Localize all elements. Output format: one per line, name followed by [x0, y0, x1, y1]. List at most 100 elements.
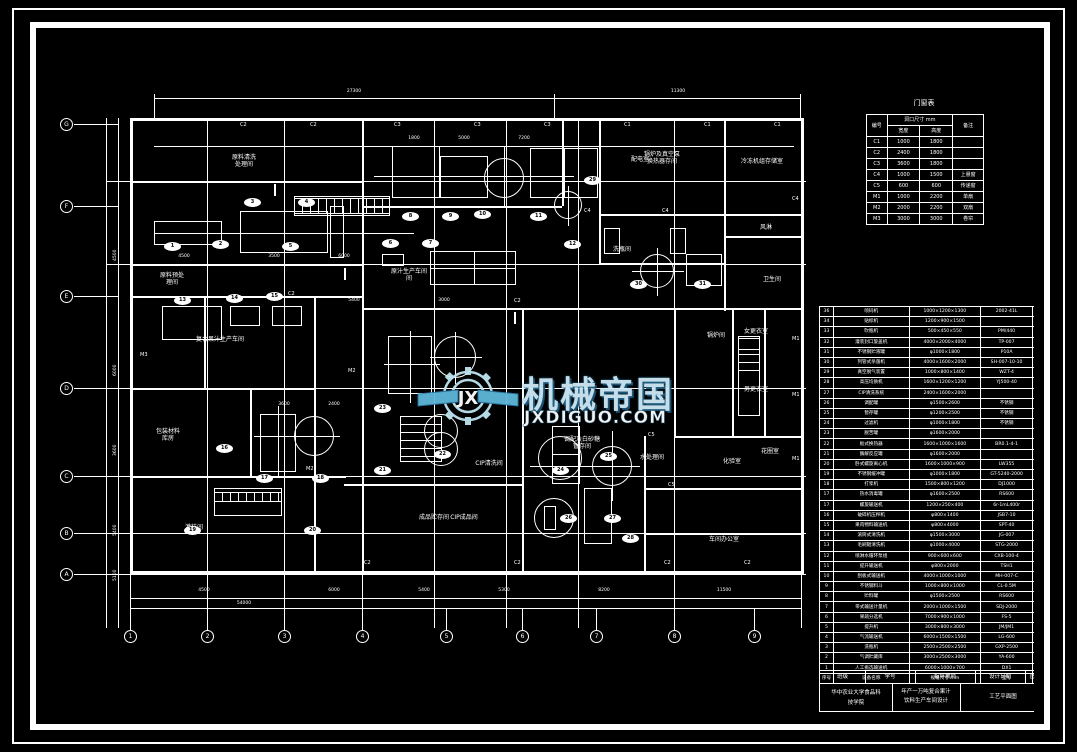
dim-top-right: 11300	[670, 89, 686, 94]
equipment-balloon: 6	[382, 239, 399, 248]
plan-door-tag-C3-b: C3	[474, 122, 481, 128]
eq-cell-qty: 1	[1031, 326, 1034, 338]
equipment-rect-bottling-1	[214, 488, 282, 516]
eq-cell-qty: 1	[1031, 652, 1034, 664]
grid-bubble-4[interactable]: 4	[356, 630, 369, 643]
dw-header-code: 编号	[866, 114, 888, 137]
room-label-water-treatment: 水处理间	[640, 454, 664, 461]
title-block-institute-line1: 华中农业大学食品科	[831, 690, 881, 696]
grid-bubble-E[interactable]: E	[60, 290, 73, 303]
grid-bubble-G[interactable]: G	[60, 118, 73, 131]
eq-cell-size: φ800×1400	[908, 509, 982, 521]
tank-hatch	[738, 370, 760, 371]
hatch-line	[254, 492, 255, 502]
hatch-line	[246, 492, 247, 502]
eq-cell-qty: 1	[1031, 611, 1034, 623]
hatch-line	[342, 198, 343, 214]
equipment-balloon: 5	[282, 242, 299, 251]
wall-interior-v11	[764, 310, 766, 438]
plan-door-tag-C4-a: C4	[584, 208, 591, 214]
hatch-line	[262, 492, 263, 502]
room-label-line1: 原料预处	[159, 272, 185, 279]
grid-bubble-7[interactable]: 7	[590, 630, 603, 643]
eq-cell-no: 25	[819, 407, 834, 420]
grid-bubble-6[interactable]: 6	[516, 630, 529, 643]
grid-bubble-C[interactable]: C	[60, 470, 73, 483]
room-label-line2: 暂存间	[572, 443, 592, 450]
eq-cell-no: 19	[819, 468, 834, 481]
dim-line-top	[154, 98, 800, 99]
eq-cell-name: 气调贮藏库	[832, 652, 910, 664]
equipment-balloon: 13	[174, 296, 191, 305]
eq-cell-size: φ1000×1800	[908, 418, 982, 430]
eq-cell-qty: 2	[1031, 560, 1034, 572]
eq-cell-model: PM/440	[980, 326, 1033, 338]
eq-cell-qty: 1	[1031, 356, 1034, 369]
eq-cell-name: 酶解反应罐	[832, 448, 910, 460]
grid-bubble-F[interactable]: F	[60, 200, 73, 213]
dw-cell-width: 1000	[886, 169, 921, 181]
eq-cell-no: 32	[819, 336, 834, 348]
grid-bubble-A[interactable]: A	[60, 568, 73, 581]
room-label-workshop-office: 车间办公室	[709, 536, 739, 543]
equipment-rect-store-2	[230, 306, 260, 326]
dim-line-left-2	[118, 118, 119, 628]
grid-line-v-4	[362, 118, 363, 628]
eq-cell-model: RS600	[980, 489, 1033, 501]
eq-cell-name: 过滤机	[832, 418, 910, 430]
tank-hatch	[738, 362, 760, 363]
equipment-balloon: 17	[256, 474, 273, 483]
eq-cell-name: 列管式杀菌机	[832, 356, 910, 369]
room-label-line1: 配电室	[630, 156, 650, 163]
equipment-rect-store-1	[162, 306, 222, 340]
eq-cell-model: LG-600	[980, 631, 1033, 644]
plan-door-tag-C2-b: C2	[310, 122, 317, 128]
eq-cell-no: 20	[819, 458, 834, 471]
eq-cell-qty: 1	[1031, 570, 1034, 583]
grid-bubble-9[interactable]: 9	[748, 630, 761, 643]
room-label-line1: 包装材料	[155, 428, 181, 435]
equipment-axis-4	[430, 268, 516, 269]
dim-line-left-1	[106, 118, 107, 628]
eq-cell-model: YJ500-40	[980, 377, 1033, 389]
room-label-flower-room: 花圈室	[761, 448, 779, 455]
eq-cell-model: WZT-4	[980, 367, 1033, 379]
wall-interior-v13	[204, 296, 206, 388]
equipment-balloon: 2	[212, 240, 229, 249]
cip-shelf-line	[400, 424, 442, 425]
room-label-boiler-vacuum-room: 锅炉及真空泵 换热器存间	[644, 151, 680, 165]
room-label-blending-sugar-room: 调配及白砂糖 暂存间	[564, 436, 600, 450]
grid-bubble-B[interactable]: B	[60, 527, 73, 540]
wall-interior-h5	[130, 476, 314, 478]
title-block-header-dwgno: 图号	[1029, 674, 1034, 680]
eq-cell-no: 36	[819, 305, 834, 318]
grid-bubble-8[interactable]: 8	[668, 630, 681, 643]
tank-hatch	[738, 354, 760, 355]
equipment-axis-3	[504, 146, 505, 206]
grid-bubble-1[interactable]: 1	[124, 630, 137, 643]
grid-bubble-5[interactable]: 5	[440, 630, 453, 643]
room-label-line1: 洗瓶间	[612, 246, 632, 253]
eq-cell-size: 1600×1200×1200	[908, 377, 982, 389]
title-block-header-date: 设计日期	[988, 674, 1011, 680]
equipment-axis-7	[384, 364, 440, 365]
grid-bubble-2[interactable]: 2	[201, 630, 214, 643]
equipment-balloon: 30	[630, 280, 647, 289]
grid-bubble-D[interactable]: D	[60, 382, 73, 395]
grid-bubble-3[interactable]: 3	[278, 630, 291, 643]
room-label-cip-product-room: CIP成品间	[450, 514, 478, 521]
room-label-line2: 处理间	[234, 161, 254, 168]
equipment-rect-tank-2	[440, 156, 488, 198]
room-label-finished-storage: 成品贮存间	[419, 514, 449, 521]
room-label-line1: 女更衣室	[743, 328, 769, 335]
